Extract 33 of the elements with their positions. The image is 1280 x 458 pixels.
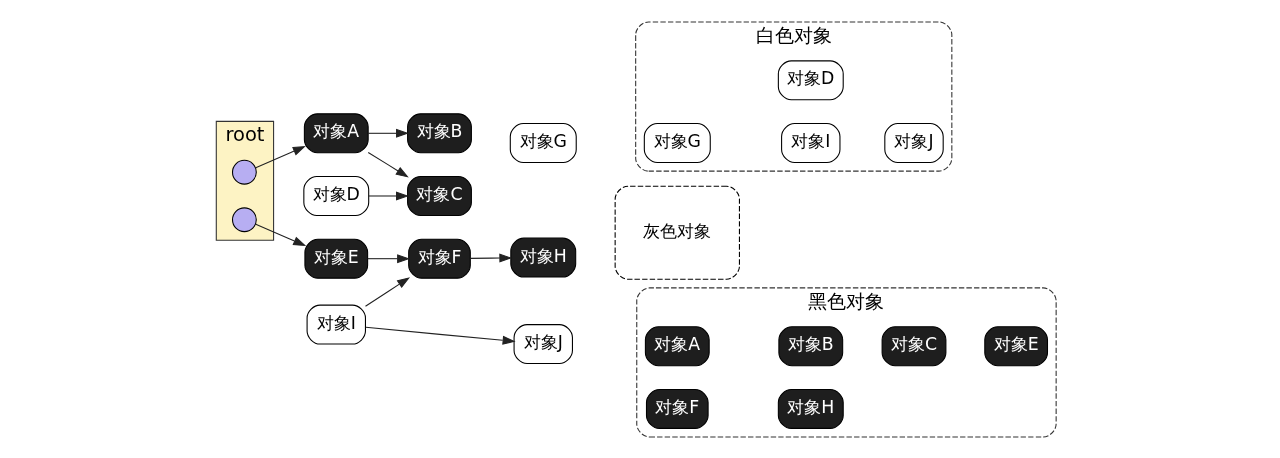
arrow — [255, 145, 306, 168]
arrow — [367, 128, 409, 138]
arrow — [365, 326, 516, 345]
cluster: root — [215, 120, 275, 241]
node-box: 灰色对象 — [614, 185, 740, 280]
node-box: 对象E — [984, 325, 1049, 366]
arrow — [364, 276, 410, 307]
node-box: 对象C — [407, 175, 472, 216]
node-box: 对象D — [303, 175, 370, 216]
arrow — [469, 253, 513, 263]
node-box: 对象D — [777, 59, 844, 100]
node-box: 对象B — [778, 325, 844, 366]
node-box: 对象C — [881, 325, 947, 366]
node-box: 对象G — [643, 122, 711, 163]
node-box: 对象I — [781, 122, 841, 163]
node-box: 对象A — [644, 325, 710, 366]
node-box: 对象B — [407, 112, 472, 153]
arrow — [367, 151, 409, 178]
arrow — [255, 223, 307, 246]
node-box: 对象H — [777, 388, 844, 429]
node-circle — [231, 206, 257, 232]
node-box: 对象E — [304, 238, 369, 279]
node-box: 对象A — [303, 112, 369, 153]
arrow — [367, 253, 411, 263]
node-box: 对象I — [306, 304, 366, 345]
node-box: 对象F — [408, 238, 471, 279]
node-circle — [231, 159, 257, 185]
node-box: 对象J — [884, 122, 944, 163]
arrow — [368, 190, 409, 201]
node-box: 对象G — [509, 122, 577, 163]
node-box: 对象F — [645, 388, 709, 429]
node-box: 对象J — [513, 323, 573, 364]
node-box: 对象H — [510, 237, 577, 278]
